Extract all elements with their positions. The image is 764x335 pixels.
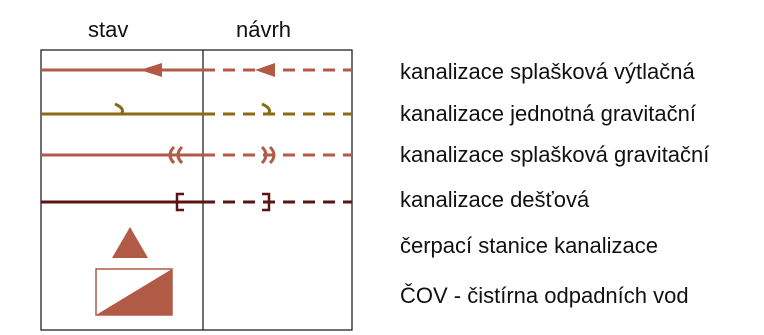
combined-gravity-sewer-symbol-proposed [203,102,352,116]
column-header-existing: stav [88,17,129,42]
legend-label-combined-gravity-sewer: kanalizace jednotná gravitační [400,101,696,126]
pressure-sewer-symbol-existing [41,63,203,77]
storm-sewer-symbol-existing [41,192,203,212]
pumping-station-icon [112,227,148,258]
column-header-proposed: návrh [236,17,292,42]
legend-label-storm-sewer: kanalizace dešťová [400,187,590,212]
sanitary-gravity-sewer-symbol-existing [41,145,203,165]
legend-label-pumping-station: čerpací stanice kanalizace [400,233,659,258]
combined-gravity-sewer-symbol-existing [41,102,203,116]
legend-label-sanitary-gravity-sewer: kanalizace splašková gravitační [400,142,710,167]
sanitary-gravity-sewer-symbol-proposed [203,145,352,165]
treatment-plant-icon [95,268,173,316]
legend-label-treatment-plant: ČOV - čistírna odpadních vod [400,283,689,308]
pressure-sewer-symbol-proposed [203,63,352,77]
legend-label-pressure-sewer: kanalizace splašková výtlačná [400,59,695,84]
storm-sewer-symbol-proposed [203,192,352,212]
legend-table-frame [40,49,353,331]
